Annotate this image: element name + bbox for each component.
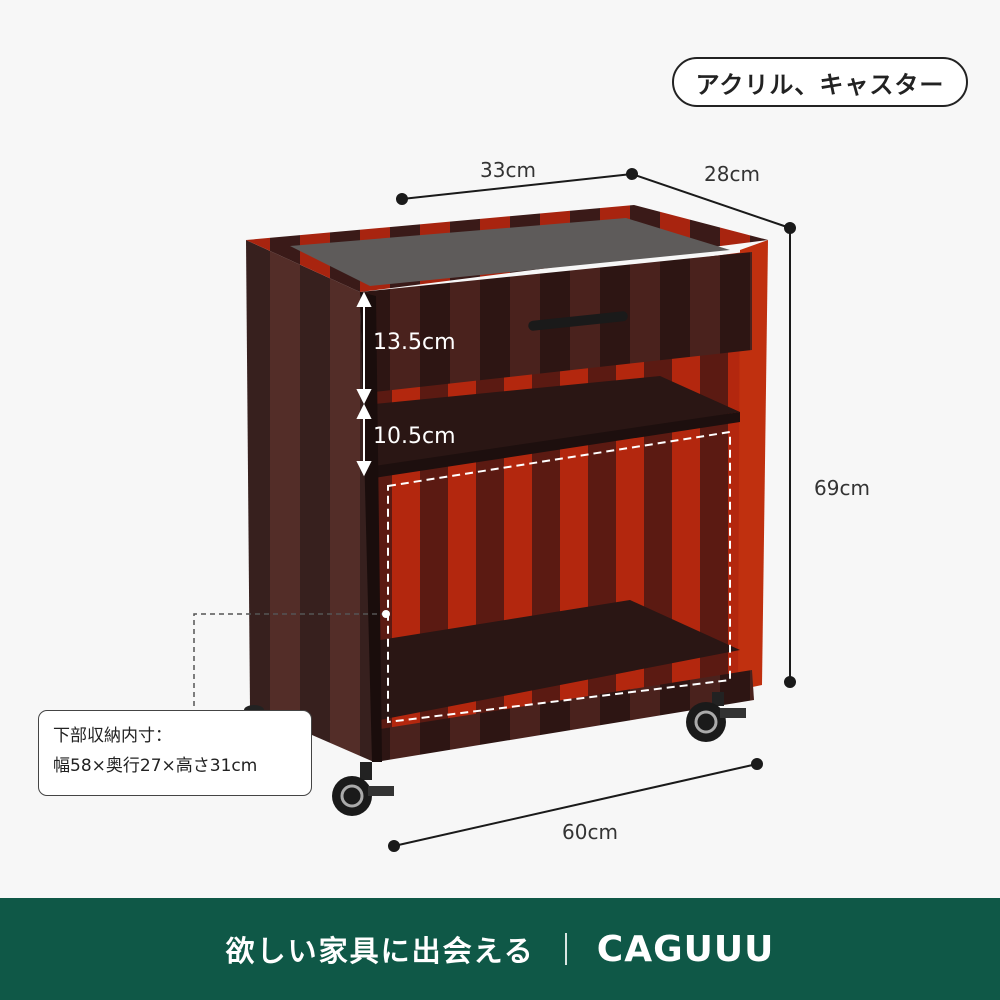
height-arrows [356, 291, 372, 477]
dimension-lines [388, 168, 796, 852]
storage-info-box: 下部収納内寸： 幅58×奥行27×高さ31cm [38, 710, 312, 796]
drawer-handle [528, 311, 628, 331]
dimension-width-top: 33cm [480, 158, 536, 182]
bottom-front-rail [374, 670, 754, 762]
callout-leader [193, 613, 386, 712]
middle-shelf [374, 376, 740, 470]
caster-front-left [332, 762, 394, 816]
dimension-depth: 28cm [704, 162, 760, 186]
dimension-drawer-height: 13.5cm [373, 330, 456, 355]
callout-dot [382, 610, 390, 618]
footer-divider [564, 933, 567, 965]
middle-shelf-edge [374, 412, 740, 478]
material-badge: アクリル、キャスター [672, 57, 968, 107]
footer-tagline: 欲しい家具に出会える [225, 934, 535, 968]
bottom-shelf [380, 600, 740, 720]
footer-banner: 欲しい家具に出会える CAGUUU [0, 898, 1000, 1000]
storage-info-title: 下部収納内寸： [53, 726, 172, 746]
cabinet-side-panel [246, 240, 374, 762]
cabinet-top-surface [290, 218, 730, 286]
caster-front-right [686, 692, 746, 742]
dimension-shelf-gap: 10.5cm [373, 424, 456, 449]
brand-logo: CAGUUU [596, 928, 775, 970]
dimension-width-bottom: 60cm [562, 820, 618, 844]
dimension-height: 69cm [814, 476, 870, 500]
cabinet-right-panel [738, 240, 768, 690]
storage-outline [387, 430, 731, 724]
storage-info-dimensions: 幅58×奥行27×高さ31cm [53, 756, 258, 776]
